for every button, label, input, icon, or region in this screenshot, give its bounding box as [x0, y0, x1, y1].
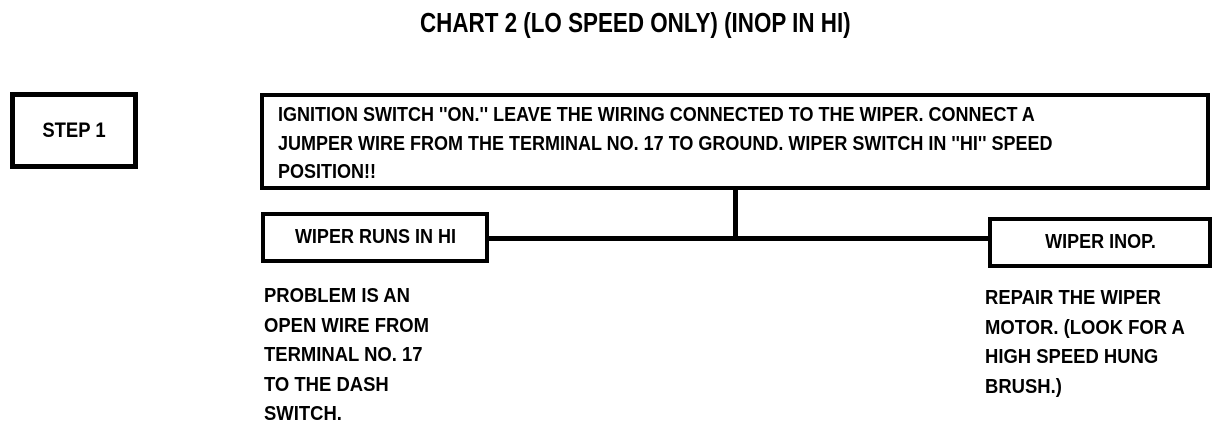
outcome-box-wiper-runs-in-hi: WIPER RUNS IN HI — [261, 212, 489, 263]
chart-title: CHART 2 (LO SPEED ONLY) (INOP IN HI) — [420, 7, 851, 38]
connector-horizontal-line — [488, 236, 988, 241]
diagnosis-text-right: REPAIR THE WIPER MOTOR. (LOOK FOR A HIGH… — [985, 286, 1185, 398]
outcome-label-wiper-runs-in-hi: WIPER RUNS IN HI — [294, 226, 456, 248]
instruction-text: IGNITION SWITCH ''ON.'' LEAVE THE WIRING… — [278, 104, 1053, 183]
outcome-label-wiper-inop: WIPER INOP. — [1044, 231, 1156, 253]
instruction-box: IGNITION SWITCH ''ON.'' LEAVE THE WIRING… — [260, 93, 1210, 190]
step-1-label: STEP 1 — [42, 118, 106, 142]
outcome-box-wiper-inop: WIPER INOP. — [988, 217, 1212, 268]
step-1-box: STEP 1 — [10, 92, 138, 169]
connector-vertical-line — [733, 190, 738, 239]
diagnosis-text-left: PROBLEM IS AN OPEN WIRE FROM TERMINAL NO… — [264, 284, 430, 425]
